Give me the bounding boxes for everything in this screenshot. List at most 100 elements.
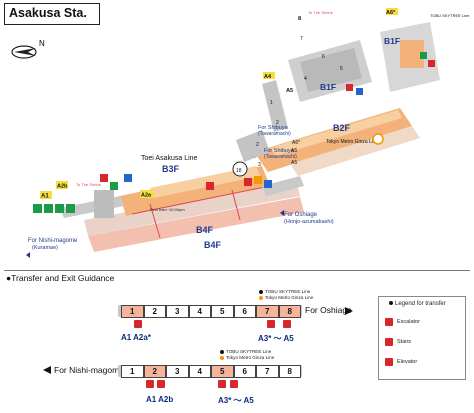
exit-6-label: 6 [322,54,325,60]
station-title: Asakusa Sta. [4,3,100,25]
nishimagome-arrow-icon [26,252,30,258]
nishimagome-arrow-left-icon [43,366,51,374]
b2f-track [290,126,420,176]
oshiage-direction-text: For Oshiage [305,305,352,315]
for-shibuya-sub-b: (Tawaramachi) [264,154,297,160]
to-shrine-label-b: To The Shrine [308,10,334,15]
for-nishimagome-sub: (Kuramae) [32,245,58,251]
floor-b1f-label-a: B1F [384,36,400,46]
elevator-icon [385,358,393,366]
b2f-platform-inner [270,110,402,156]
oshiage-car-6: 6 [233,305,256,318]
for-nishimagome-label: For Nishi-magome [28,238,78,244]
first-train-label: First train~10:00pm [150,207,185,212]
oshiage-arrow-right-icon [345,307,353,315]
nishimagome-note-ginza: Tokyo Metro Ginza Line [226,355,275,360]
for-shibuya-label-b: For Shibuya [264,148,295,154]
nishimagome-direction-label: For Nishi-magome [54,365,124,375]
exit-a2b-label: A2b [57,184,68,190]
exit-7-label: 7 [300,36,303,42]
connecting-stair-upper [262,80,288,132]
toei-line-label: Toei Asakusa Line [141,155,198,162]
ginza-line-symbol [372,133,384,145]
exit-a6-label: A6* [386,10,396,16]
nishimagome-car-3: 3 [166,365,189,378]
accessible-icon [66,204,75,213]
toei-line-number: 18 [236,168,242,174]
escalator-icon-upper [346,84,353,91]
exit-5-label: 5 [340,66,343,72]
nishimagome-escalator-icon-5a [218,380,226,388]
oshiage-arrow-icon [280,210,284,216]
floor-b4f-label-b: B4F [204,240,222,250]
exit-a5-label: A5 [286,88,293,94]
exit-2-label: 2 [256,142,259,148]
exit-a6-tag [386,8,398,15]
exit-a5-label-c: A5 [291,160,297,166]
exit-8-label: 8 [298,16,301,22]
legend-stairs: Stairs [385,337,411,347]
floor-b3f-label: B3F [162,164,180,174]
oshiage-note-tobu: TOBU SKYTREE Line [265,289,311,294]
exit-a6-label-b: A6* [292,140,300,146]
for-shibuya-sub-a: (Tawaramachi) [258,131,291,137]
stair-icon-east [244,178,252,186]
oshiage-car-1: 1 [121,305,144,318]
for-shibuya-label-a: For Shibuya [258,125,289,131]
to-shrine-label-a: To The Shrine [76,182,102,187]
exit-a4-label: A4 [264,74,272,80]
transfer-icon-east [254,176,262,184]
info-icon-west [124,174,132,182]
exit-1-label: 1 [270,100,273,106]
oshiage-escalator-icon-7 [267,320,275,328]
escalator-icon-mid [206,182,214,190]
floor-b4f-label-a: B4F [196,225,214,235]
legend-elevator: Elevator [385,357,417,367]
for-oshiage-sub: (Honjo-azumabashi) [284,219,334,225]
oshiage-transfer-note: TOBU SKYTREE Line Tokyo Metro Ginza Line [259,289,313,301]
exit-2b-label: 2 [276,120,279,126]
nishimagome-exits-left: A1 A2b [146,395,174,404]
exit-walkway-east [262,176,304,196]
oshiage-note-ginza: Tokyo Metro Ginza Line [265,295,314,300]
oshiage-car-4: 4 [188,305,211,318]
stair-block-west [94,190,114,218]
nishimagome-escalator-icon-5b [230,380,238,388]
oshiage-exits-right: A3* ～ A5 [258,334,294,343]
nishimagome-car-7: 7 [256,365,279,378]
oshiage-escalator-icon-8 [283,320,291,328]
escalator-icon [385,318,393,326]
nishimagome-note-tobu: TOBU SKYTREE Line [226,349,272,354]
legend-escalator: Escalator [385,317,420,327]
exit-a5-label-b: A5 [291,148,297,154]
exit-a2a-tag [140,190,154,198]
nishimagome-car-1: 1 [121,365,144,378]
nishimagome-car-6: 6 [233,365,256,378]
b4f-track [84,180,300,236]
compass-icon: N [11,39,45,59]
b3f-concourse-band [150,166,260,198]
exit-a2a-label: A2a [141,193,152,199]
floor-b1f-label-b: B1F [320,82,336,92]
nishimagome-car-5: 5 [211,365,234,378]
nishimagome-escalator-icon-2a [146,380,154,388]
elevator-icon-upper [428,60,435,67]
ginza-line-label: Tokyo Metro Ginza Line [326,139,379,145]
tobu-skytree-label: TOBU SKYTREE Line [430,13,470,18]
oshiage-car-5: 5 [211,305,234,318]
b4f-platform [88,197,304,252]
exit-4-label: 4 [304,76,307,82]
b1f-concourse-inner [300,48,362,92]
restroom-icon [44,204,53,213]
info-icon-upper [356,88,363,95]
oshiage-car-3: 3 [166,305,189,318]
info-icon-east [264,180,272,188]
oshiage-car-2: 2 [143,305,166,318]
nishimagome-car-2: 2 [143,365,166,378]
emergency-exit-icon [33,204,42,213]
station-map: B3F B4F B4F Toei Asakusa Line 18 First t… [26,8,470,258]
connector-line [149,203,161,239]
toei-line-symbol [232,161,248,177]
oshiage-car-7: 7 [256,305,279,318]
